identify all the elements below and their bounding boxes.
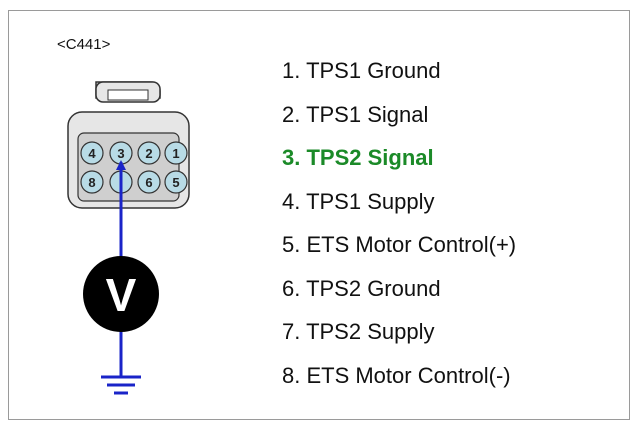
voltmeter-symbol: V: [106, 269, 137, 321]
pin-1: [164, 141, 188, 165]
pin-2: [137, 141, 161, 165]
pin-description-8: 8. ETS Motor Control(-): [282, 362, 511, 388]
pin-description-list: 1. TPS1 Ground 2. TPS1 Signal 3. TPS2 Si…: [282, 55, 516, 403]
pin-label-6: 6: [145, 175, 152, 190]
pin-label-3: 3: [117, 146, 124, 161]
pin-description-4: 4. TPS1 Supply: [282, 188, 435, 214]
pins-bottom-row: [80, 170, 188, 194]
pin-6: [137, 170, 161, 194]
pin-label-1: 1: [172, 146, 179, 161]
pin-description-5: 5. ETS Motor Control(+): [282, 232, 517, 257]
pins-top-row: [80, 141, 188, 165]
pin-description-1: 1. TPS1 Ground: [282, 58, 441, 83]
voltmeter: V: [83, 256, 159, 332]
pin-8: [80, 170, 104, 194]
pin-description-7: 7. TPS2 Supply: [282, 319, 435, 344]
pin-label-8: 8: [88, 175, 95, 190]
pin-label-5: 5: [172, 175, 179, 190]
pin-description-2: 2. TPS1 Signal: [282, 101, 429, 127]
diagram-frame: [8, 10, 630, 420]
pin-description-3: 3. TPS2 Signal: [282, 145, 434, 170]
pin-label-4: 4: [88, 146, 96, 161]
pin-5: [164, 170, 188, 194]
connector-id-label: <C441>: [57, 36, 111, 53]
voltmeter-icon: [83, 256, 159, 332]
probe-wire: [116, 160, 126, 376]
probe-tip-arrow: [116, 160, 126, 170]
pin-label-2: 2: [145, 146, 152, 161]
pin-4: [80, 141, 104, 165]
pin-description-6: 6. TPS2 Ground: [282, 275, 441, 301]
ground-icon: [101, 375, 141, 395]
